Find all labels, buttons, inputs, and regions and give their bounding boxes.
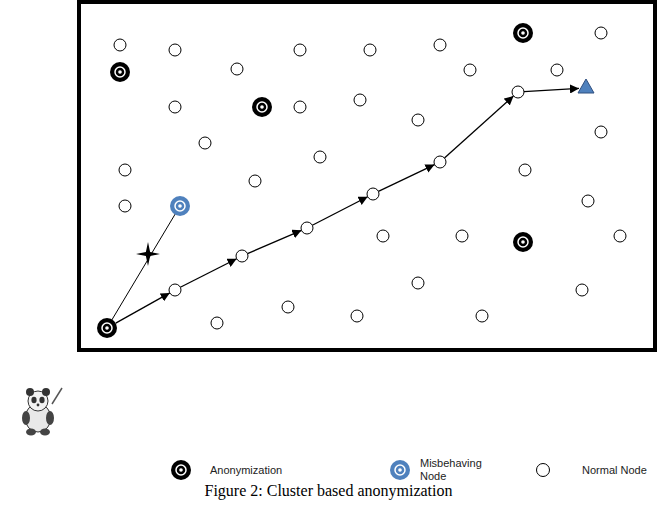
link-line xyxy=(107,206,180,328)
normal-node xyxy=(519,164,531,176)
normal-node xyxy=(595,126,607,138)
normal-node xyxy=(294,44,306,56)
normal-node xyxy=(595,27,607,39)
route-arrow xyxy=(524,88,579,91)
route-arrow xyxy=(312,197,367,226)
legend-label: Misbehaving Node xyxy=(420,457,482,483)
normal-node xyxy=(236,250,248,262)
normal-node xyxy=(412,277,424,289)
anonymization-node xyxy=(252,97,272,117)
normal-node xyxy=(211,317,223,329)
normal-node xyxy=(354,94,366,106)
figure-caption: Figure 2: Cluster based anonymization xyxy=(0,482,657,500)
normal-node xyxy=(434,39,446,51)
route-arrow xyxy=(116,293,170,323)
misbehaving-node xyxy=(170,196,190,216)
normal-node xyxy=(476,310,488,322)
anonymization-node xyxy=(97,318,117,338)
legend-swatch xyxy=(537,464,550,477)
normal-node xyxy=(231,63,243,75)
normal-node xyxy=(169,44,181,56)
normal-node xyxy=(169,284,181,296)
legend-swatch xyxy=(390,460,410,480)
normal-node xyxy=(249,175,261,187)
normal-node xyxy=(551,64,563,76)
normal-node xyxy=(412,114,424,126)
legend-label: Normal Node xyxy=(582,464,647,477)
normal-node xyxy=(119,164,131,176)
normal-node xyxy=(367,188,379,200)
normal-node xyxy=(377,230,389,242)
legend-swatch xyxy=(171,460,191,480)
route-arrow xyxy=(180,259,236,288)
normal-node xyxy=(576,284,588,296)
normal-node xyxy=(464,64,476,76)
legend-label: Anonymization xyxy=(210,464,282,477)
normal-node xyxy=(301,222,313,234)
normal-node xyxy=(456,230,468,242)
normal-node xyxy=(114,39,126,51)
normal-node xyxy=(294,101,306,113)
normal-node xyxy=(582,195,594,207)
normal-node xyxy=(434,156,446,168)
normal-node xyxy=(119,200,131,212)
route-arrow xyxy=(444,96,513,158)
panda-icon xyxy=(22,388,62,436)
normal-node xyxy=(199,137,211,149)
destination-triangle xyxy=(578,79,594,93)
normal-node xyxy=(512,86,524,98)
field-border xyxy=(79,2,655,350)
normal-node xyxy=(351,310,363,322)
normal-node xyxy=(364,44,376,56)
anonymization-node xyxy=(513,23,533,43)
attack-star xyxy=(136,242,160,266)
anonymization-node xyxy=(110,62,130,82)
normal-node xyxy=(614,230,626,242)
route-arrow xyxy=(248,230,302,253)
anonymization-node xyxy=(513,232,533,252)
normal-node xyxy=(282,301,294,313)
normal-node xyxy=(314,151,326,163)
normal-node xyxy=(169,101,181,113)
route-arrow xyxy=(378,165,434,192)
